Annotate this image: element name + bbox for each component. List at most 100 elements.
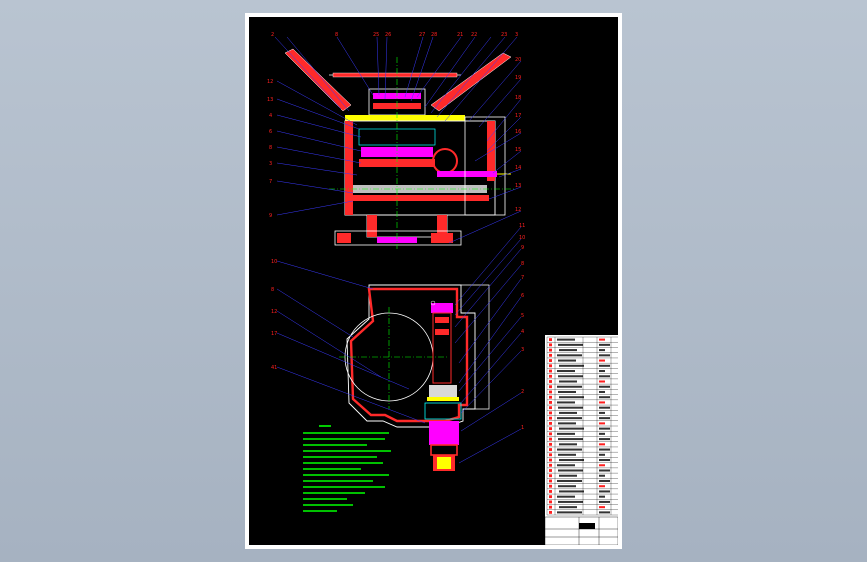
left-wall-hatch xyxy=(345,121,353,215)
parts-list-table xyxy=(544,335,618,545)
top-label-right-5: 16 xyxy=(515,129,521,135)
bottom-label-right-4: 8 xyxy=(521,261,524,267)
top-label-top-4: 26 xyxy=(385,32,391,38)
parts-row-number-mark xyxy=(549,432,552,436)
gear-teeth xyxy=(361,147,433,157)
parts-row-material-mark xyxy=(599,406,610,409)
parts-row-material-mark xyxy=(599,511,610,514)
bottom-label-right-3: 9 xyxy=(521,245,524,251)
parts-row-number-mark xyxy=(549,338,552,342)
parts-row-number-mark xyxy=(549,390,552,394)
parts-row-number-mark xyxy=(549,448,552,451)
title-block xyxy=(544,516,618,545)
base-left-hatch xyxy=(337,233,351,243)
bottom-label-right-11: 1 xyxy=(521,425,524,431)
worm-top-cap xyxy=(431,303,453,313)
parts-row-text-mark xyxy=(557,338,575,341)
drawing-area[interactable]: 12 13 4 6 8 3 7 9 2 8 25 26 27 28 21 22 xyxy=(249,17,618,545)
parts-row-material-mark xyxy=(599,474,605,477)
top-label-top-1: 2 xyxy=(271,32,274,38)
top-label-left-6: 3 xyxy=(269,161,272,167)
bottom-label-right-9: 3 xyxy=(521,347,524,353)
parts-row-number-mark xyxy=(549,442,552,446)
parts-row-text-mark xyxy=(559,474,577,477)
parts-row-text-mark xyxy=(559,364,584,367)
parts-row-material-mark xyxy=(599,500,610,503)
top-label-top-3: 25 xyxy=(373,32,379,38)
parts-row-text-mark xyxy=(559,427,584,430)
bottom-label-left-1: 10 xyxy=(271,259,277,265)
parts-row-material-mark xyxy=(599,401,605,404)
parts-row-material-mark xyxy=(599,464,605,467)
parts-row-material-mark xyxy=(599,338,605,341)
parts-row-text-mark xyxy=(557,495,575,498)
parts-row-material-mark xyxy=(599,364,610,367)
parts-row-text-mark xyxy=(557,370,575,373)
parts-row-text-mark xyxy=(557,401,575,404)
parts-row-number-mark xyxy=(549,500,552,504)
parts-row-material-mark xyxy=(599,385,610,388)
parts-row-number-mark xyxy=(549,474,552,478)
base-plate xyxy=(334,230,462,246)
bearing-ring xyxy=(427,397,459,401)
parts-row-text-mark xyxy=(557,385,582,388)
parts-row-number-mark xyxy=(549,406,552,410)
parts-row-number-mark xyxy=(549,453,552,457)
top-label-left-4: 6 xyxy=(269,129,272,135)
worm-shaft xyxy=(437,171,497,177)
parts-row-number-mark xyxy=(549,359,552,362)
worm-shaft-section xyxy=(432,312,452,384)
parts-row-text-mark xyxy=(557,448,582,451)
parts-row-number-mark xyxy=(549,374,552,378)
drawing-sheet: 12 13 4 6 8 3 7 9 2 8 25 26 27 28 21 22 xyxy=(245,13,622,549)
top-label-right-2: 19 xyxy=(515,75,521,81)
parts-row-material-mark xyxy=(599,411,605,414)
parts-row-number-mark xyxy=(549,385,552,389)
drawing-svg: 12 13 4 6 8 3 7 9 2 8 25 26 27 28 21 22 xyxy=(267,32,618,545)
top-label-left-1: 12 xyxy=(267,79,273,85)
parts-row-text-mark xyxy=(557,354,582,357)
parts-row-material-mark xyxy=(599,370,605,373)
bottom-label-left-5: 41 xyxy=(271,365,277,371)
parts-row-material-mark xyxy=(599,485,605,488)
parts-row-text-mark xyxy=(559,396,584,399)
input-shaft xyxy=(437,457,451,469)
top-label-right-9: 12 xyxy=(515,207,521,213)
parts-row-number-mark xyxy=(549,469,552,472)
title-block-logo xyxy=(579,523,595,529)
flange-hatch-right xyxy=(437,215,447,237)
parts-row-number-mark xyxy=(549,463,552,467)
base-right-hatch xyxy=(431,233,453,243)
top-label-left-5: 8 xyxy=(269,145,272,151)
parts-row-number-mark xyxy=(549,490,552,493)
handwheel-hub xyxy=(332,72,458,78)
parts-row-text-mark xyxy=(558,406,583,409)
bottom-label-left-2: 8 xyxy=(271,287,274,293)
top-label-right-8: 13 xyxy=(515,183,521,189)
top-label-right-3: 18 xyxy=(515,95,521,101)
top-label-right-4: 17 xyxy=(515,113,521,119)
parts-row-text-mark xyxy=(558,485,576,488)
parts-list-rows xyxy=(546,336,618,516)
parts-row-text-mark xyxy=(559,443,577,446)
top-label-top-6: 28 xyxy=(431,32,437,38)
bottom-label-right-10: 2 xyxy=(521,389,524,395)
bottom-label-left-4: 17 xyxy=(271,331,277,337)
top-label-right-1: 20 xyxy=(515,57,521,63)
parts-row-material-mark xyxy=(599,427,610,430)
parts-row-text-mark xyxy=(559,380,577,383)
parts-row-material-mark xyxy=(599,438,610,441)
parts-row-text-mark xyxy=(558,469,583,472)
parts-row-text-mark xyxy=(558,500,583,503)
parts-row-number-mark xyxy=(549,495,552,499)
left-handwheel-arm xyxy=(284,48,352,112)
top-label-left-7: 7 xyxy=(269,179,272,185)
parts-row-text-mark xyxy=(558,422,576,425)
bottom-label-right-1: 11 xyxy=(519,223,525,229)
input-housing xyxy=(429,421,459,445)
parts-row-number-mark xyxy=(549,484,552,488)
parts-row-number-mark xyxy=(549,416,552,420)
middle-hatch xyxy=(359,159,435,167)
bottom-label-right-5: 7 xyxy=(521,275,524,281)
